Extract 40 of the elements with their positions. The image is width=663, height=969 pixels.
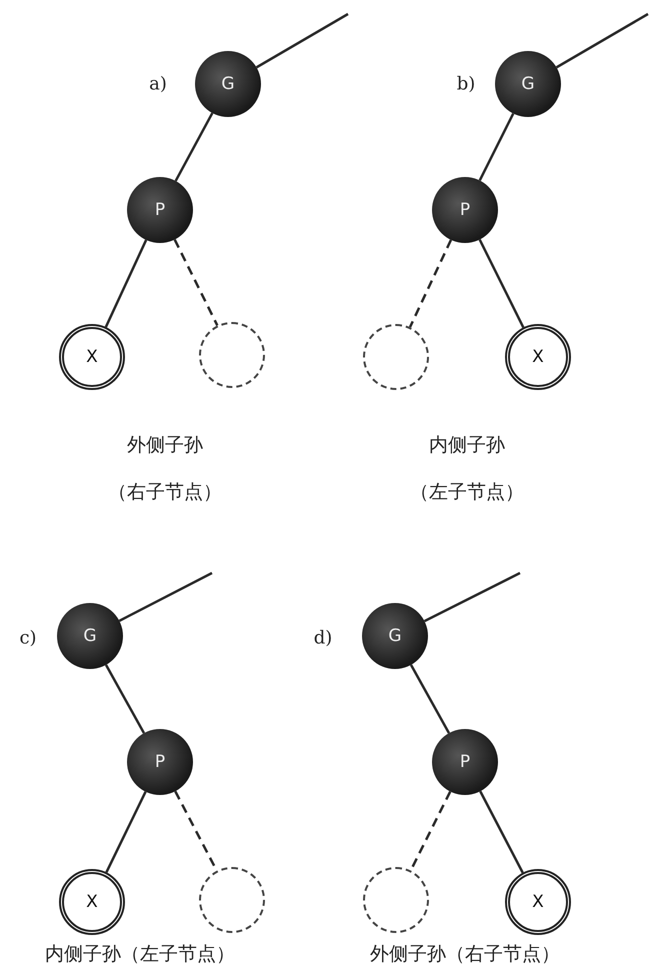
filled-node-circle: G	[495, 51, 561, 117]
filled-node-circle: G	[195, 51, 261, 117]
double-circle-node: X	[505, 324, 571, 390]
filled-node-circle: G	[57, 603, 123, 669]
caption: （右子节点）	[108, 480, 222, 505]
connector-line	[256, 12, 349, 68]
caption: 外侧子孙	[127, 433, 203, 458]
filled-node-circle: G	[362, 603, 428, 669]
filled-node-circle: P	[432, 729, 498, 795]
connector-line	[556, 12, 649, 68]
double-circle-node: X	[505, 869, 571, 935]
connector-line	[479, 790, 524, 874]
dashed-line	[408, 239, 452, 328]
filled-node-circle: P	[127, 729, 193, 795]
connector-line	[104, 239, 148, 328]
caption: 内侧子孙（左子节点）	[45, 942, 235, 967]
dashed-circle-node	[199, 322, 265, 388]
connector-line	[424, 572, 521, 622]
dashed-circle-node	[363, 324, 429, 390]
connector-line	[410, 664, 450, 734]
dashed-circle-node	[199, 867, 265, 933]
filled-node-circle: P	[432, 177, 498, 243]
connector-line	[478, 239, 524, 328]
panel-label: b)	[456, 74, 476, 94]
double-circle-node: X	[59, 869, 125, 935]
panel-label: a)	[149, 74, 167, 94]
connector-line	[174, 112, 214, 182]
dashed-line	[174, 239, 218, 326]
caption: （左子节点）	[410, 480, 524, 505]
connector-line	[104, 664, 146, 734]
panel-label: c)	[19, 628, 37, 648]
dashed-circle-node	[363, 867, 429, 933]
panel-label: d)	[314, 628, 332, 648]
connector-line	[105, 791, 147, 873]
caption: 外侧子孙（右子节点）	[370, 942, 560, 967]
connector-line	[478, 112, 514, 182]
double-circle-node: X	[59, 324, 125, 390]
connector-line	[118, 572, 213, 622]
caption: 内侧子孙	[429, 433, 505, 458]
filled-node-circle: P	[127, 177, 193, 243]
